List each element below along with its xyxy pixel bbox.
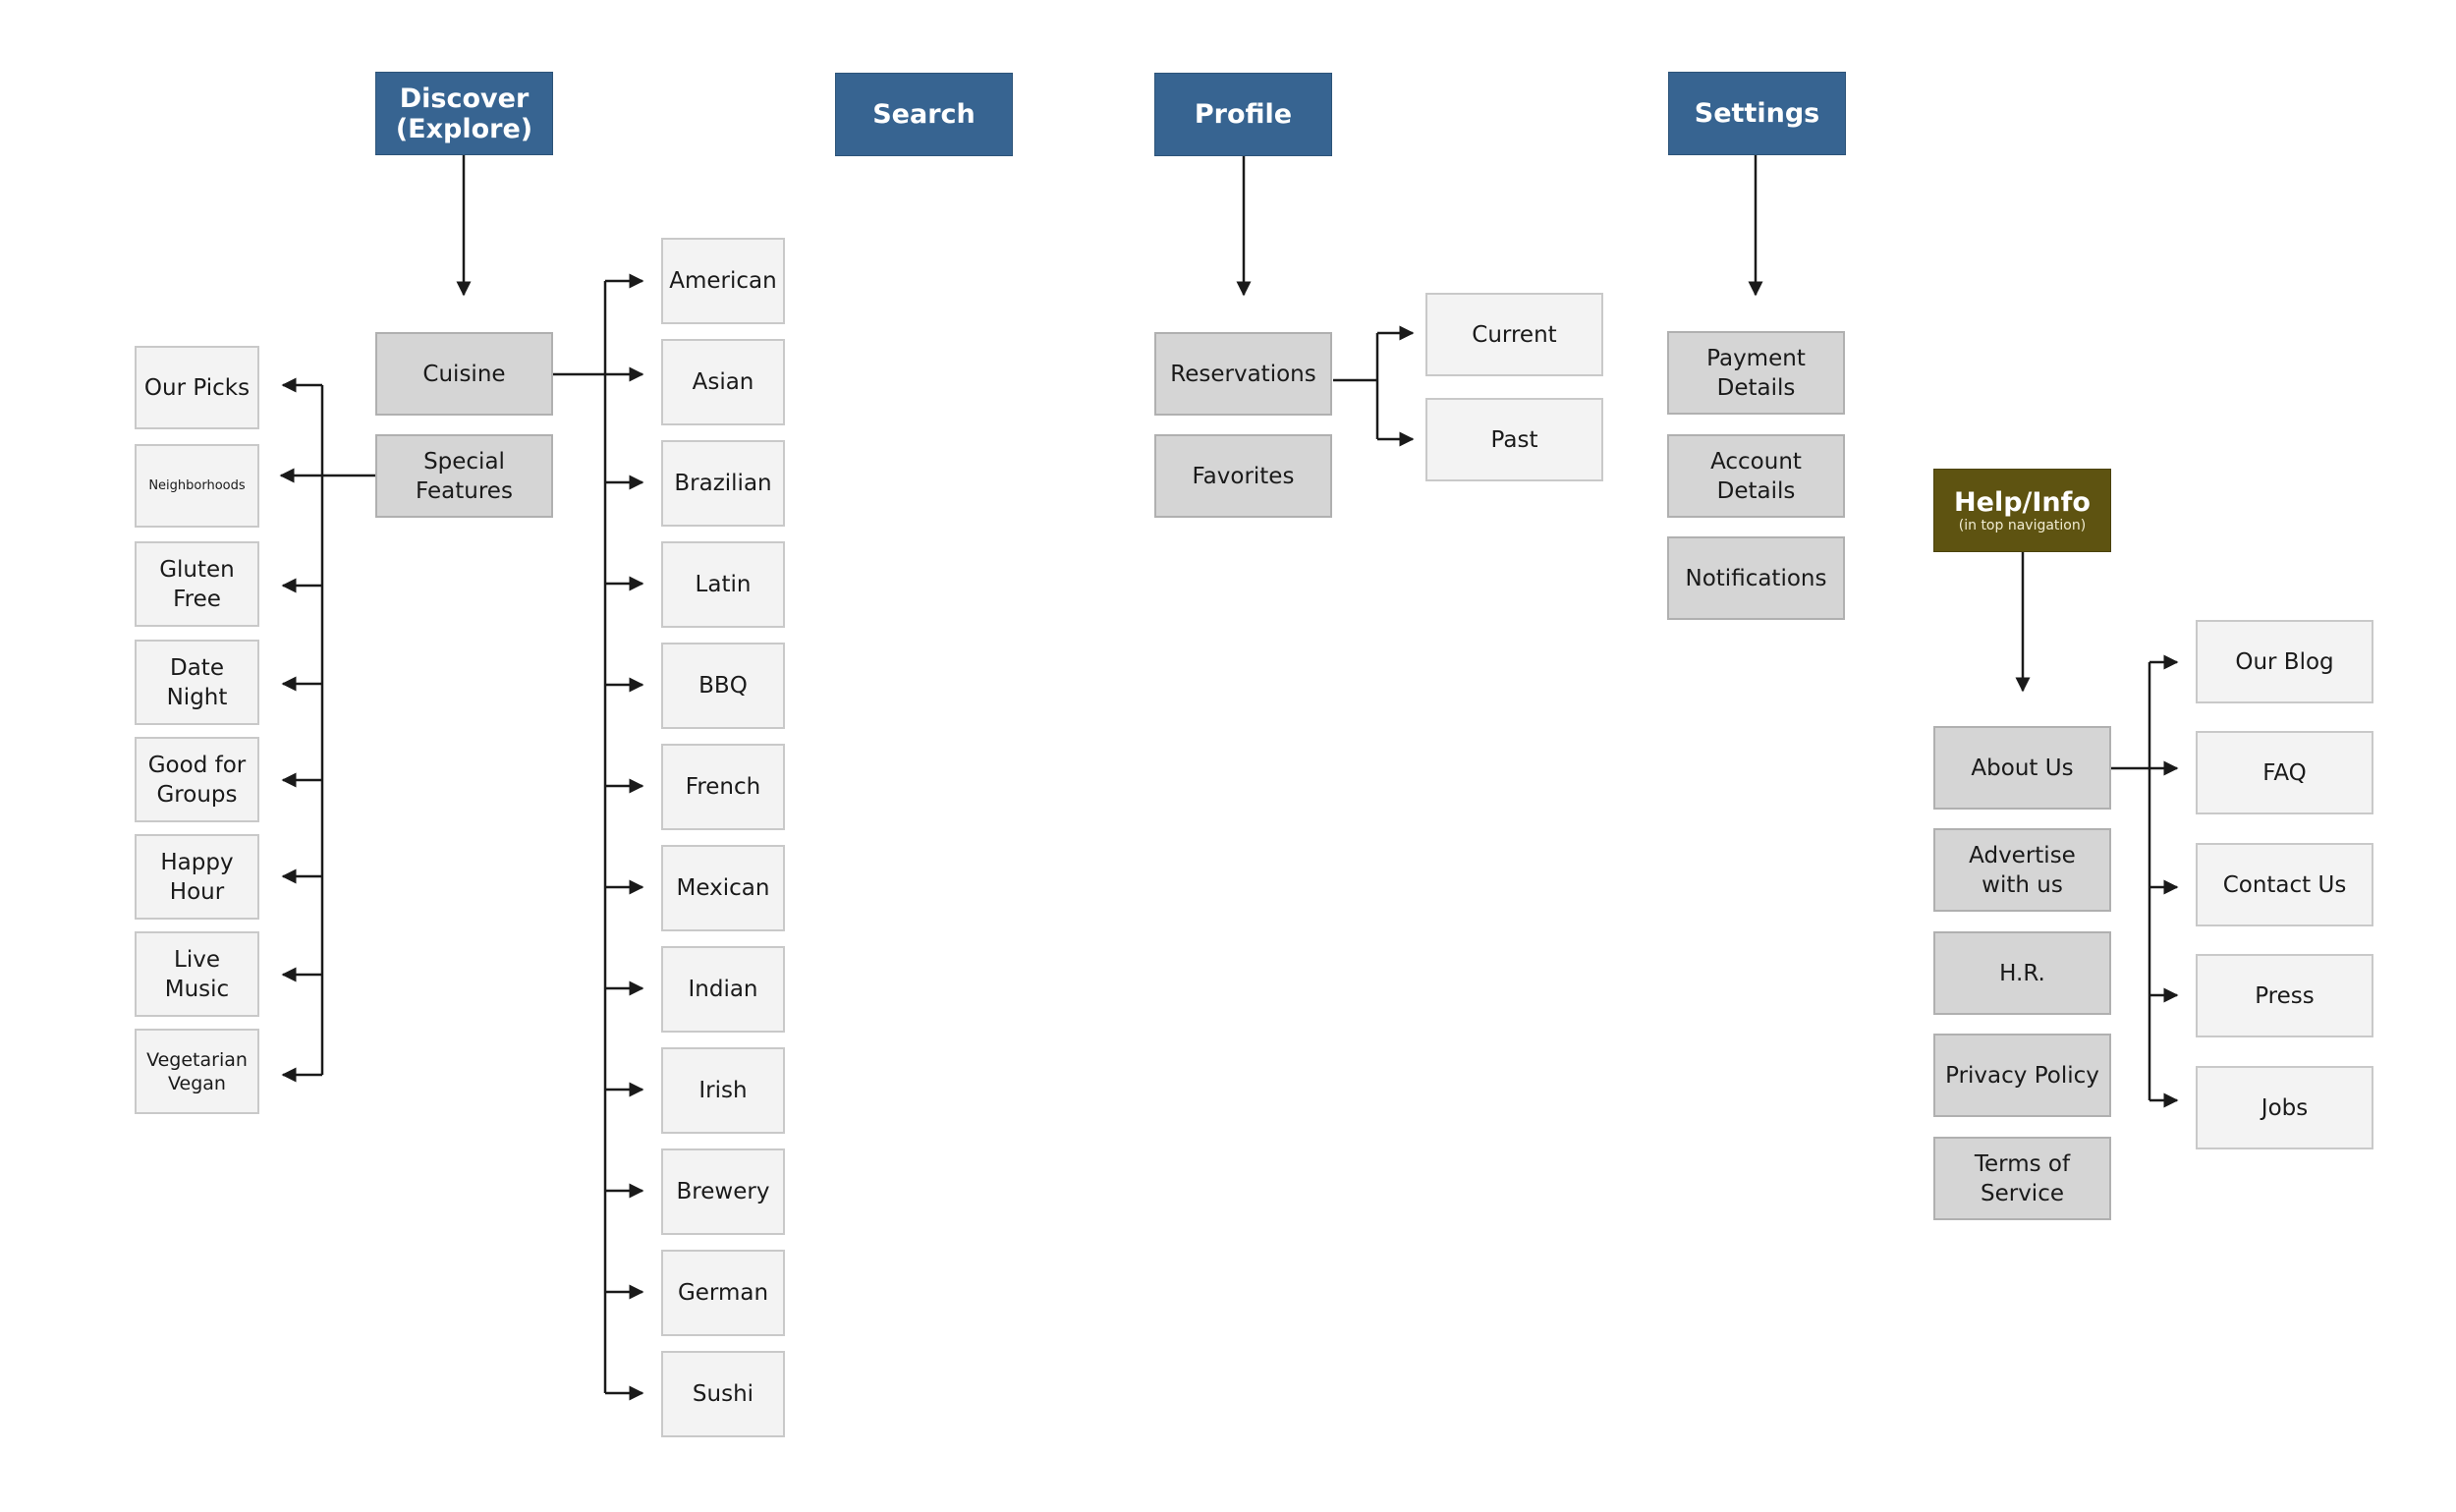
special-features-node: Special Features bbox=[375, 434, 553, 518]
help-item: Advertise with us bbox=[1933, 828, 2111, 912]
about-child-node: FAQ bbox=[2196, 731, 2373, 814]
feature-node: Live Music bbox=[135, 931, 259, 1017]
settings-item: Notifications bbox=[1667, 536, 1845, 620]
favorites-node: Favorites bbox=[1154, 434, 1332, 518]
cuisine-item: Latin bbox=[661, 541, 785, 628]
cuisine-item: BBQ bbox=[661, 643, 785, 729]
help-item: Terms of Service bbox=[1933, 1137, 2111, 1220]
past-reservations-node: Past bbox=[1425, 398, 1603, 481]
current-reservations-node: Current bbox=[1425, 293, 1603, 376]
help-info-header: Help/Info (in top navigation) bbox=[1933, 469, 2111, 552]
help-item: About Us bbox=[1933, 726, 2111, 810]
cuisine-node: Cuisine bbox=[375, 332, 553, 416]
reservations-node: Reservations bbox=[1154, 332, 1332, 416]
settings-item: Account Details bbox=[1667, 434, 1845, 518]
profile-header: Profile bbox=[1154, 73, 1332, 156]
cuisine-item: French bbox=[661, 744, 785, 830]
search-header: Search bbox=[835, 73, 1013, 156]
help-info-title: Help/Info bbox=[1954, 486, 2091, 518]
cuisine-item: Irish bbox=[661, 1047, 785, 1134]
cuisine-item: Asian bbox=[661, 339, 785, 425]
about-child-node: Jobs bbox=[2196, 1066, 2373, 1149]
feature-node: Gluten Free bbox=[135, 541, 259, 627]
cuisine-item: Brazilian bbox=[661, 440, 785, 527]
feature-node: Neighborhoods bbox=[135, 444, 259, 528]
help-item: Privacy Policy bbox=[1933, 1034, 2111, 1117]
settings-item: Payment Details bbox=[1667, 331, 1845, 415]
discover-header: Discover (Explore) bbox=[375, 72, 553, 155]
help-info-subtitle: (in top navigation) bbox=[1958, 517, 2087, 533]
help-item: H.R. bbox=[1933, 931, 2111, 1015]
feature-node: Date Night bbox=[135, 640, 259, 725]
cuisine-item: Indian bbox=[661, 946, 785, 1033]
cuisine-item: Brewery bbox=[661, 1148, 785, 1235]
feature-node: Vegetarian Vegan bbox=[135, 1029, 259, 1114]
about-child-node: Our Blog bbox=[2196, 620, 2373, 703]
cuisine-item: Mexican bbox=[661, 845, 785, 931]
cuisine-item: American bbox=[661, 238, 785, 324]
feature-node: Our Picks bbox=[135, 346, 259, 429]
about-child-node: Press bbox=[2196, 954, 2373, 1037]
feature-node: Good for Groups bbox=[135, 737, 259, 822]
about-child-node: Contact Us bbox=[2196, 843, 2373, 926]
feature-node: Happy Hour bbox=[135, 834, 259, 920]
cuisine-item: German bbox=[661, 1250, 785, 1336]
settings-header: Settings bbox=[1668, 72, 1846, 155]
cuisine-item: Sushi bbox=[661, 1351, 785, 1437]
